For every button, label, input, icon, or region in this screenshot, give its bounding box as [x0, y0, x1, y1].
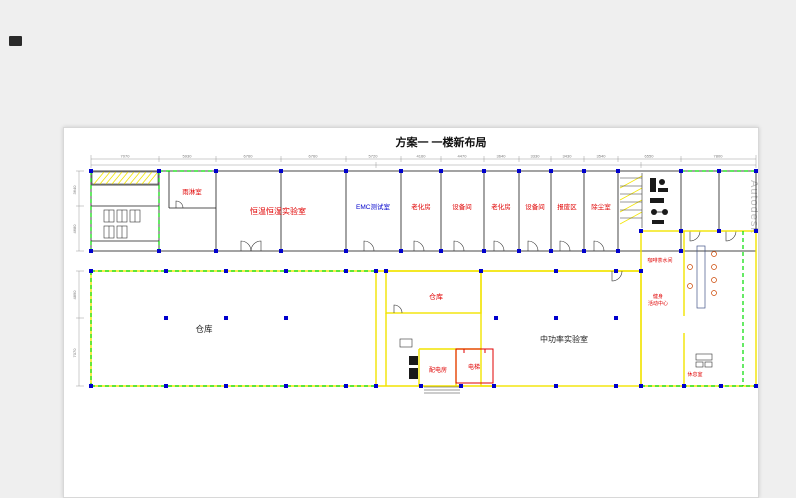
svg-text:3430: 3430 [563, 154, 573, 159]
floor-plan-svg: 方案一 一楼新布局 Autodesk 7070 5930 6760 6760 5… [72, 135, 758, 394]
label-climate-lab: 恒温恒湿实验室 [250, 206, 306, 216]
svg-text:3330: 3330 [531, 154, 541, 159]
label-mid-power-lab: 中功率实验室 [540, 334, 588, 344]
svg-text:5930: 5930 [183, 154, 193, 159]
unknown-icon [9, 36, 22, 46]
top-dimension-values: 7070 5930 6760 6760 5720 4160 4470 3640 … [121, 154, 724, 159]
svg-text:4680: 4680 [72, 224, 77, 234]
autodesk-watermark: Autodesk [748, 180, 758, 234]
door-symbols-upper [175, 200, 737, 252]
svg-text:4160: 4160 [417, 154, 427, 159]
label-coffee-room: 咖啡茶水间 [647, 257, 672, 264]
svg-text:4890: 4890 [72, 290, 77, 300]
svg-text:3640: 3640 [497, 154, 507, 159]
svg-text:7800: 7800 [714, 154, 724, 159]
door-symbols-lower [393, 270, 623, 314]
label-gym-line2: 活动中心 [648, 300, 668, 307]
label-warehouse-main: 仓库 [195, 324, 213, 334]
svg-text:3540: 3540 [597, 154, 607, 159]
label-dust-room: 除尘室 [591, 202, 611, 211]
left-stair-hatch [91, 171, 159, 185]
svg-text:4470: 4470 [458, 154, 468, 159]
left-dimension-lines: 3640 4680 4890 7070 [72, 170, 84, 387]
left-room-equipment-icons [103, 209, 141, 239]
coffee-bar-icons [687, 245, 717, 309]
label-equipment-room-2: 设备间 [525, 202, 545, 211]
svg-text:5720: 5720 [369, 154, 379, 159]
label-elevator: 电梯 [468, 363, 480, 371]
room-labels: 雨淋室 恒温恒湿实验室 EMC测试室 老化房 设备间 老化房 设备间 报废区 除… [182, 187, 702, 378]
right-stair-and-gym-icons [619, 173, 668, 228]
label-scrap-area: 报废区 [557, 202, 577, 211]
entrance-steps [399, 338, 460, 394]
lower-block-walls [90, 230, 757, 387]
elevator-box [455, 348, 494, 384]
label-power-room: 配电房 [429, 366, 447, 374]
label-aging-room-2: 老化房 [491, 202, 511, 211]
svg-text:6550: 6550 [645, 154, 655, 159]
label-rain-room: 雨淋室 [182, 187, 202, 196]
label-aging-room-1: 老化房 [411, 202, 431, 211]
svg-text:6760: 6760 [244, 154, 254, 159]
top-dimension-lines: 7070 5930 6760 6760 5720 4160 4470 3640 … [90, 154, 757, 168]
power-panel-icons [409, 356, 418, 379]
upper-block-walls [90, 170, 757, 252]
label-emc-lab: EMC测试室 [356, 202, 390, 211]
label-equipment-room-1: 设备间 [452, 202, 472, 211]
sofa-icons [695, 353, 713, 368]
structural-columns [89, 169, 758, 388]
label-gym-line1: 健身 [653, 293, 663, 300]
svg-text:7070: 7070 [72, 348, 77, 358]
drawing-title: 方案一 一楼新布局 [395, 135, 486, 149]
svg-text:3640: 3640 [72, 185, 77, 195]
label-warehouse-small: 仓库 [429, 292, 443, 301]
gym-equipment-icons [650, 178, 668, 224]
svg-text:6760: 6760 [309, 154, 319, 159]
label-lounge: 休息室 [687, 371, 702, 378]
drawing-canvas[interactable]: 方案一 一楼新布局 Autodesk 7070 5930 6760 6760 5… [63, 127, 759, 498]
svg-text:7070: 7070 [121, 154, 131, 159]
